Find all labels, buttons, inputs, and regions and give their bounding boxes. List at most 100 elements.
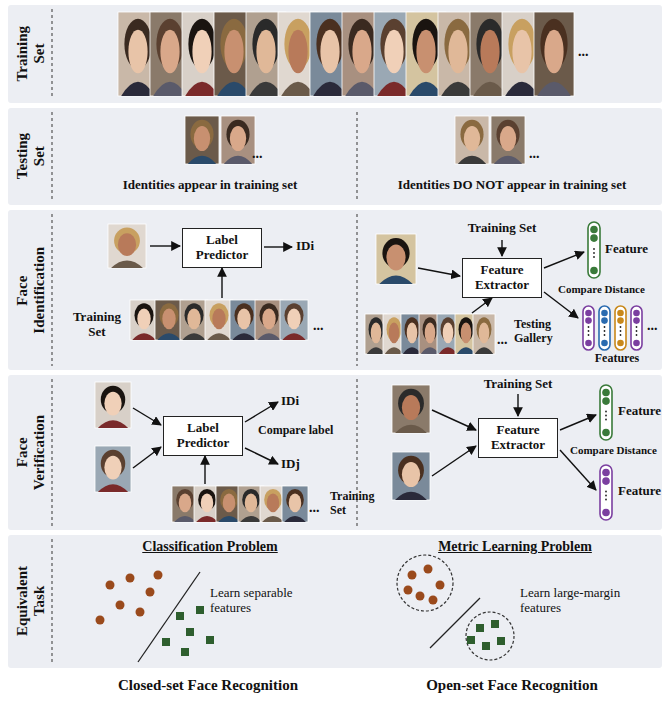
face-skin	[287, 308, 300, 329]
class-dot	[116, 601, 125, 610]
face-photo	[155, 300, 183, 340]
face-shoulders	[395, 425, 427, 433]
face-shoulders	[132, 333, 156, 340]
face-skin	[500, 126, 516, 151]
text-label: Compare label	[258, 424, 358, 438]
band-divider	[51, 379, 52, 526]
feature-vector	[583, 306, 594, 350]
text-label: Feature	[618, 404, 668, 419]
band-label-holder: Testing Set	[8, 108, 52, 205]
text-label: Training Set	[468, 377, 568, 392]
face-photo	[221, 116, 255, 164]
text-label: Metric Learning Problem	[415, 539, 615, 555]
class-dot	[424, 565, 433, 574]
band-label-holder: Face Verification	[8, 375, 52, 530]
face-shoulders	[475, 347, 493, 354]
face-skin	[230, 126, 246, 151]
face-shoulders	[196, 516, 218, 522]
class-square	[467, 636, 475, 644]
face-skin	[402, 462, 420, 487]
band-label-holder: Training Set	[8, 5, 52, 103]
arrow	[245, 448, 278, 464]
face-photo	[130, 300, 158, 340]
vector-dots	[605, 419, 607, 421]
face-shoulders	[262, 516, 284, 522]
vector-cell	[602, 429, 610, 437]
vector-dots	[604, 330, 606, 332]
face-shoulders	[224, 156, 253, 164]
face-skin	[320, 30, 339, 74]
face-skin	[289, 494, 301, 513]
face-skin	[194, 126, 210, 151]
face-skin	[371, 322, 382, 343]
vector-cell	[585, 340, 592, 347]
band-background	[8, 5, 662, 103]
face-skin	[448, 30, 467, 74]
arrow	[501, 240, 502, 256]
vector-dots	[588, 334, 590, 336]
vector-cell	[602, 469, 610, 477]
vector-dots	[636, 330, 638, 332]
face-skin	[407, 322, 418, 343]
process-box: Feature Extractor	[478, 418, 558, 458]
vector-dots	[605, 495, 607, 497]
arrow	[204, 456, 205, 484]
face-skin	[512, 30, 531, 74]
text-label: ...	[529, 146, 553, 162]
row-label: Face Verification	[14, 415, 47, 490]
vector-dots	[605, 415, 607, 417]
face-photo	[392, 385, 430, 433]
face-photo	[392, 452, 430, 500]
margin-circle	[466, 612, 514, 660]
class-dot	[416, 592, 425, 601]
row-label: Face Identification	[14, 247, 47, 334]
row-label: Training Set	[14, 26, 47, 82]
face-skin	[237, 308, 250, 329]
text-label: Testing Gallery	[514, 318, 570, 346]
text-label: Closed-set Face Recognition	[58, 677, 358, 694]
vector-dots	[605, 499, 607, 501]
face-skin	[187, 308, 200, 329]
face-shoulders	[111, 261, 143, 268]
class-dot	[154, 571, 163, 580]
row-label: Equivalent Task	[14, 566, 47, 636]
row-band: Equivalent Task	[8, 535, 662, 668]
row-band: Testing SetIdentities appear in training…	[8, 108, 662, 205]
text-label: ...	[578, 44, 602, 60]
row-label: Testing Set	[14, 133, 47, 179]
vector-cell	[617, 340, 624, 347]
face-photo	[95, 446, 131, 492]
vector-cell	[602, 477, 610, 485]
vector-cell	[633, 340, 640, 347]
face-skin	[464, 126, 480, 151]
face-skin	[288, 30, 307, 74]
face-skin	[192, 30, 211, 74]
class-dot	[404, 586, 413, 595]
face-photo	[205, 300, 233, 340]
face-skin	[223, 494, 235, 513]
face-shoulders	[457, 347, 475, 354]
face-skin	[179, 494, 191, 513]
vector-dots	[593, 252, 595, 254]
text-label: ...	[313, 318, 333, 334]
face-skin	[461, 322, 472, 343]
face-skin	[212, 308, 225, 329]
text-label: Learn separable features	[210, 586, 335, 616]
class-square	[186, 628, 194, 636]
vector-dots	[593, 248, 595, 250]
band-background	[8, 108, 662, 205]
text-label: ...	[497, 332, 515, 348]
face-shoulders	[207, 333, 231, 340]
class-dot	[96, 616, 105, 625]
face-skin	[256, 30, 275, 74]
vector-cell	[590, 226, 598, 234]
box-label: Feature Extractor	[466, 263, 538, 293]
vector-cell	[601, 310, 608, 317]
box-label: Label Predictor	[167, 421, 239, 451]
text-label: ...	[252, 146, 276, 162]
arrow	[133, 447, 161, 468]
arrow	[544, 252, 584, 268]
face-shoulders	[157, 333, 181, 340]
face-skin	[245, 494, 257, 513]
face-shoulders	[218, 516, 240, 522]
